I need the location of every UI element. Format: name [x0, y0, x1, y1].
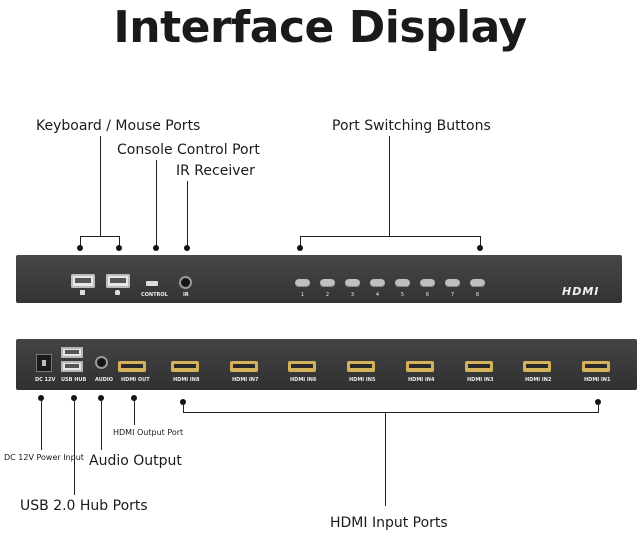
audio-leader [101, 398, 102, 450]
usb-hub-port-1[interactable] [61, 347, 83, 358]
switch-button-1[interactable] [295, 279, 310, 287]
keyboard-icon [80, 290, 85, 295]
hdmi-input-port-7[interactable] [230, 361, 258, 372]
audio-port-label: AUDIO [95, 377, 114, 383]
hdmi-out-label: HDMI OUT [121, 377, 150, 383]
hdmi-out-leader [134, 398, 135, 425]
control-dot [153, 245, 159, 251]
hdmi-input-port-6[interactable] [288, 361, 316, 372]
hdmi-input-port-4[interactable] [406, 361, 434, 372]
hdmi-in6-label: HDMI IN6 [290, 377, 317, 383]
dc-leader [41, 398, 42, 450]
hdmi-in8-label: HDMI IN8 [173, 377, 200, 383]
hdmi-input-port-1[interactable] [582, 361, 610, 372]
hdmi-in5-label: HDMI IN5 [349, 377, 376, 383]
usb-hub-label: USB HUB [61, 377, 87, 383]
control-leader [156, 160, 157, 248]
switch-number-2: 2 [325, 292, 330, 298]
switch-number-3: 3 [350, 292, 355, 298]
switch-leader-vertical [389, 136, 390, 237]
hdmi-in-leader-bracket [183, 412, 599, 413]
hdmi-in4-label: HDMI IN4 [408, 377, 435, 383]
dc-power-jack[interactable] [36, 354, 52, 372]
switch-button-7[interactable] [445, 279, 460, 287]
hdmi-logo: HDMI [562, 285, 600, 298]
front-panel: CONTROL IR 1 2 3 4 5 6 7 8 HDMI [16, 255, 622, 303]
switch-number-8: 8 [475, 292, 480, 298]
audio-output-callout: Audio Output [89, 453, 182, 469]
switch-dot-left [297, 245, 303, 251]
hdmi-in-leader-vertical [385, 412, 386, 506]
switch-button-6[interactable] [420, 279, 435, 287]
switch-number-4: 4 [375, 292, 380, 298]
mouse-icon [115, 290, 120, 295]
dc-port-label: DC 12V [35, 377, 56, 383]
ir-dot [184, 245, 190, 251]
ir-port-label: IR [183, 292, 189, 298]
hdmi-output-port[interactable] [118, 361, 146, 372]
port-switching-label: Port Switching Buttons [332, 118, 491, 134]
kbm-leader-left [80, 236, 81, 248]
control-port-label: CONTROL [141, 292, 168, 298]
rear-panel: DC 12V USB HUB AUDIO HDMI OUT HDMI IN8 H… [16, 339, 637, 390]
dc-power-label: DC 12V Power Input [4, 453, 84, 462]
switch-number-6: 6 [425, 292, 430, 298]
usb-hub-port-2[interactable] [61, 361, 83, 372]
kbm-dot-right [116, 245, 122, 251]
switch-leader-bracket [300, 236, 481, 237]
switch-number-5: 5 [400, 292, 405, 298]
audio-jack[interactable] [97, 358, 106, 367]
hdmi-input-port-2[interactable] [523, 361, 551, 372]
switch-leader-left [300, 236, 301, 248]
kbm-leader-right [119, 236, 120, 248]
switch-button-4[interactable] [370, 279, 385, 287]
hdmi-in3-label: HDMI IN3 [467, 377, 494, 383]
switch-leader-right [480, 236, 481, 248]
hdmi-in-leader-right [598, 402, 599, 413]
page-title: Interface Display [113, 2, 527, 53]
switch-button-3[interactable] [345, 279, 360, 287]
ir-receiver-label: IR Receiver [176, 163, 255, 179]
switch-button-2[interactable] [320, 279, 335, 287]
ir-leader [187, 181, 188, 248]
hdmi-input-port-3[interactable] [465, 361, 493, 372]
kbm-leader-bracket [80, 236, 120, 237]
mouse-usb-port[interactable] [106, 274, 130, 288]
hdmi-in7-label: HDMI IN7 [232, 377, 259, 383]
keyboard-usb-port[interactable] [71, 274, 95, 288]
hdmi-input-port-8[interactable] [171, 361, 199, 372]
control-mini-usb-port[interactable] [146, 281, 158, 286]
hdmi-input-port-5[interactable] [347, 361, 375, 372]
keyboard-mouse-label: Keyboard / Mouse Ports [36, 118, 201, 134]
switch-button-5[interactable] [395, 279, 410, 287]
switch-number-7: 7 [450, 292, 455, 298]
hdmi-output-callout: HDMI Output Port [113, 428, 184, 437]
console-control-label: Console Control Port [117, 142, 260, 158]
hdmi-input-callout: HDMI Input Ports [330, 515, 448, 531]
switch-dot-right [477, 245, 483, 251]
hdmi-in2-label: HDMI IN2 [525, 377, 552, 383]
kbm-dot-left [77, 245, 83, 251]
usb-leader [74, 398, 75, 495]
ir-receiver-sensor [181, 278, 190, 287]
hdmi-in-leader-left [183, 402, 184, 413]
usb-hub-callout: USB 2.0 Hub Ports [20, 498, 148, 514]
hdmi-in1-label: HDMI IN1 [584, 377, 611, 383]
switch-number-1: 1 [300, 292, 305, 298]
switch-button-8[interactable] [470, 279, 485, 287]
kbm-leader-vertical [100, 136, 101, 237]
